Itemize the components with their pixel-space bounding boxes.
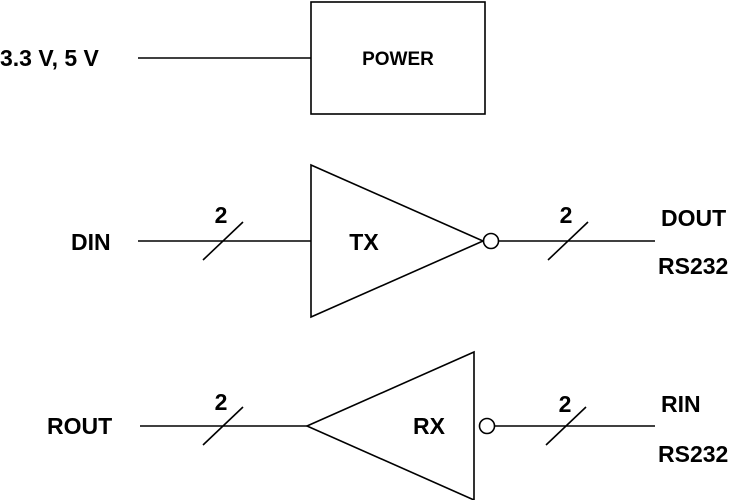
tx-inverter-bubble xyxy=(482,232,500,250)
rout-label: ROUT xyxy=(47,413,112,439)
din-bus-slash xyxy=(202,221,244,261)
rin-bus-slash xyxy=(545,406,587,446)
power-block-label: POWER xyxy=(362,49,434,70)
dout-bus-slash xyxy=(547,221,589,261)
rin-bus-width: 2 xyxy=(559,391,572,417)
rx-block-label: RX xyxy=(413,413,446,439)
rout-bus-width: 2 xyxy=(215,389,228,415)
din-bus-width: 2 xyxy=(215,202,228,228)
dout-standard-label: RS232 xyxy=(658,253,728,279)
dout-label: DOUT xyxy=(661,205,726,231)
rx-buffer-triangle xyxy=(305,350,475,500)
rin-standard-label: RS232 xyxy=(658,441,728,467)
power-input-label: 3.3 V, 5 V xyxy=(0,45,100,71)
transmitter-section: DIN 2 TX 2 DOUT RS232 xyxy=(71,163,728,319)
rx-inverter-bubble xyxy=(478,417,496,435)
receiver-section: ROUT 2 RX 2 RIN RS232 xyxy=(47,350,728,500)
rout-bus-slash xyxy=(202,406,244,446)
power-section: 3.3 V, 5 V POWER xyxy=(0,1,486,115)
power-block xyxy=(310,1,486,115)
dout-bus-width: 2 xyxy=(560,202,573,228)
din-label: DIN xyxy=(71,229,111,255)
tx-buffer-triangle xyxy=(310,163,485,319)
rin-label: RIN xyxy=(661,391,701,417)
tx-block-label: TX xyxy=(349,229,379,255)
